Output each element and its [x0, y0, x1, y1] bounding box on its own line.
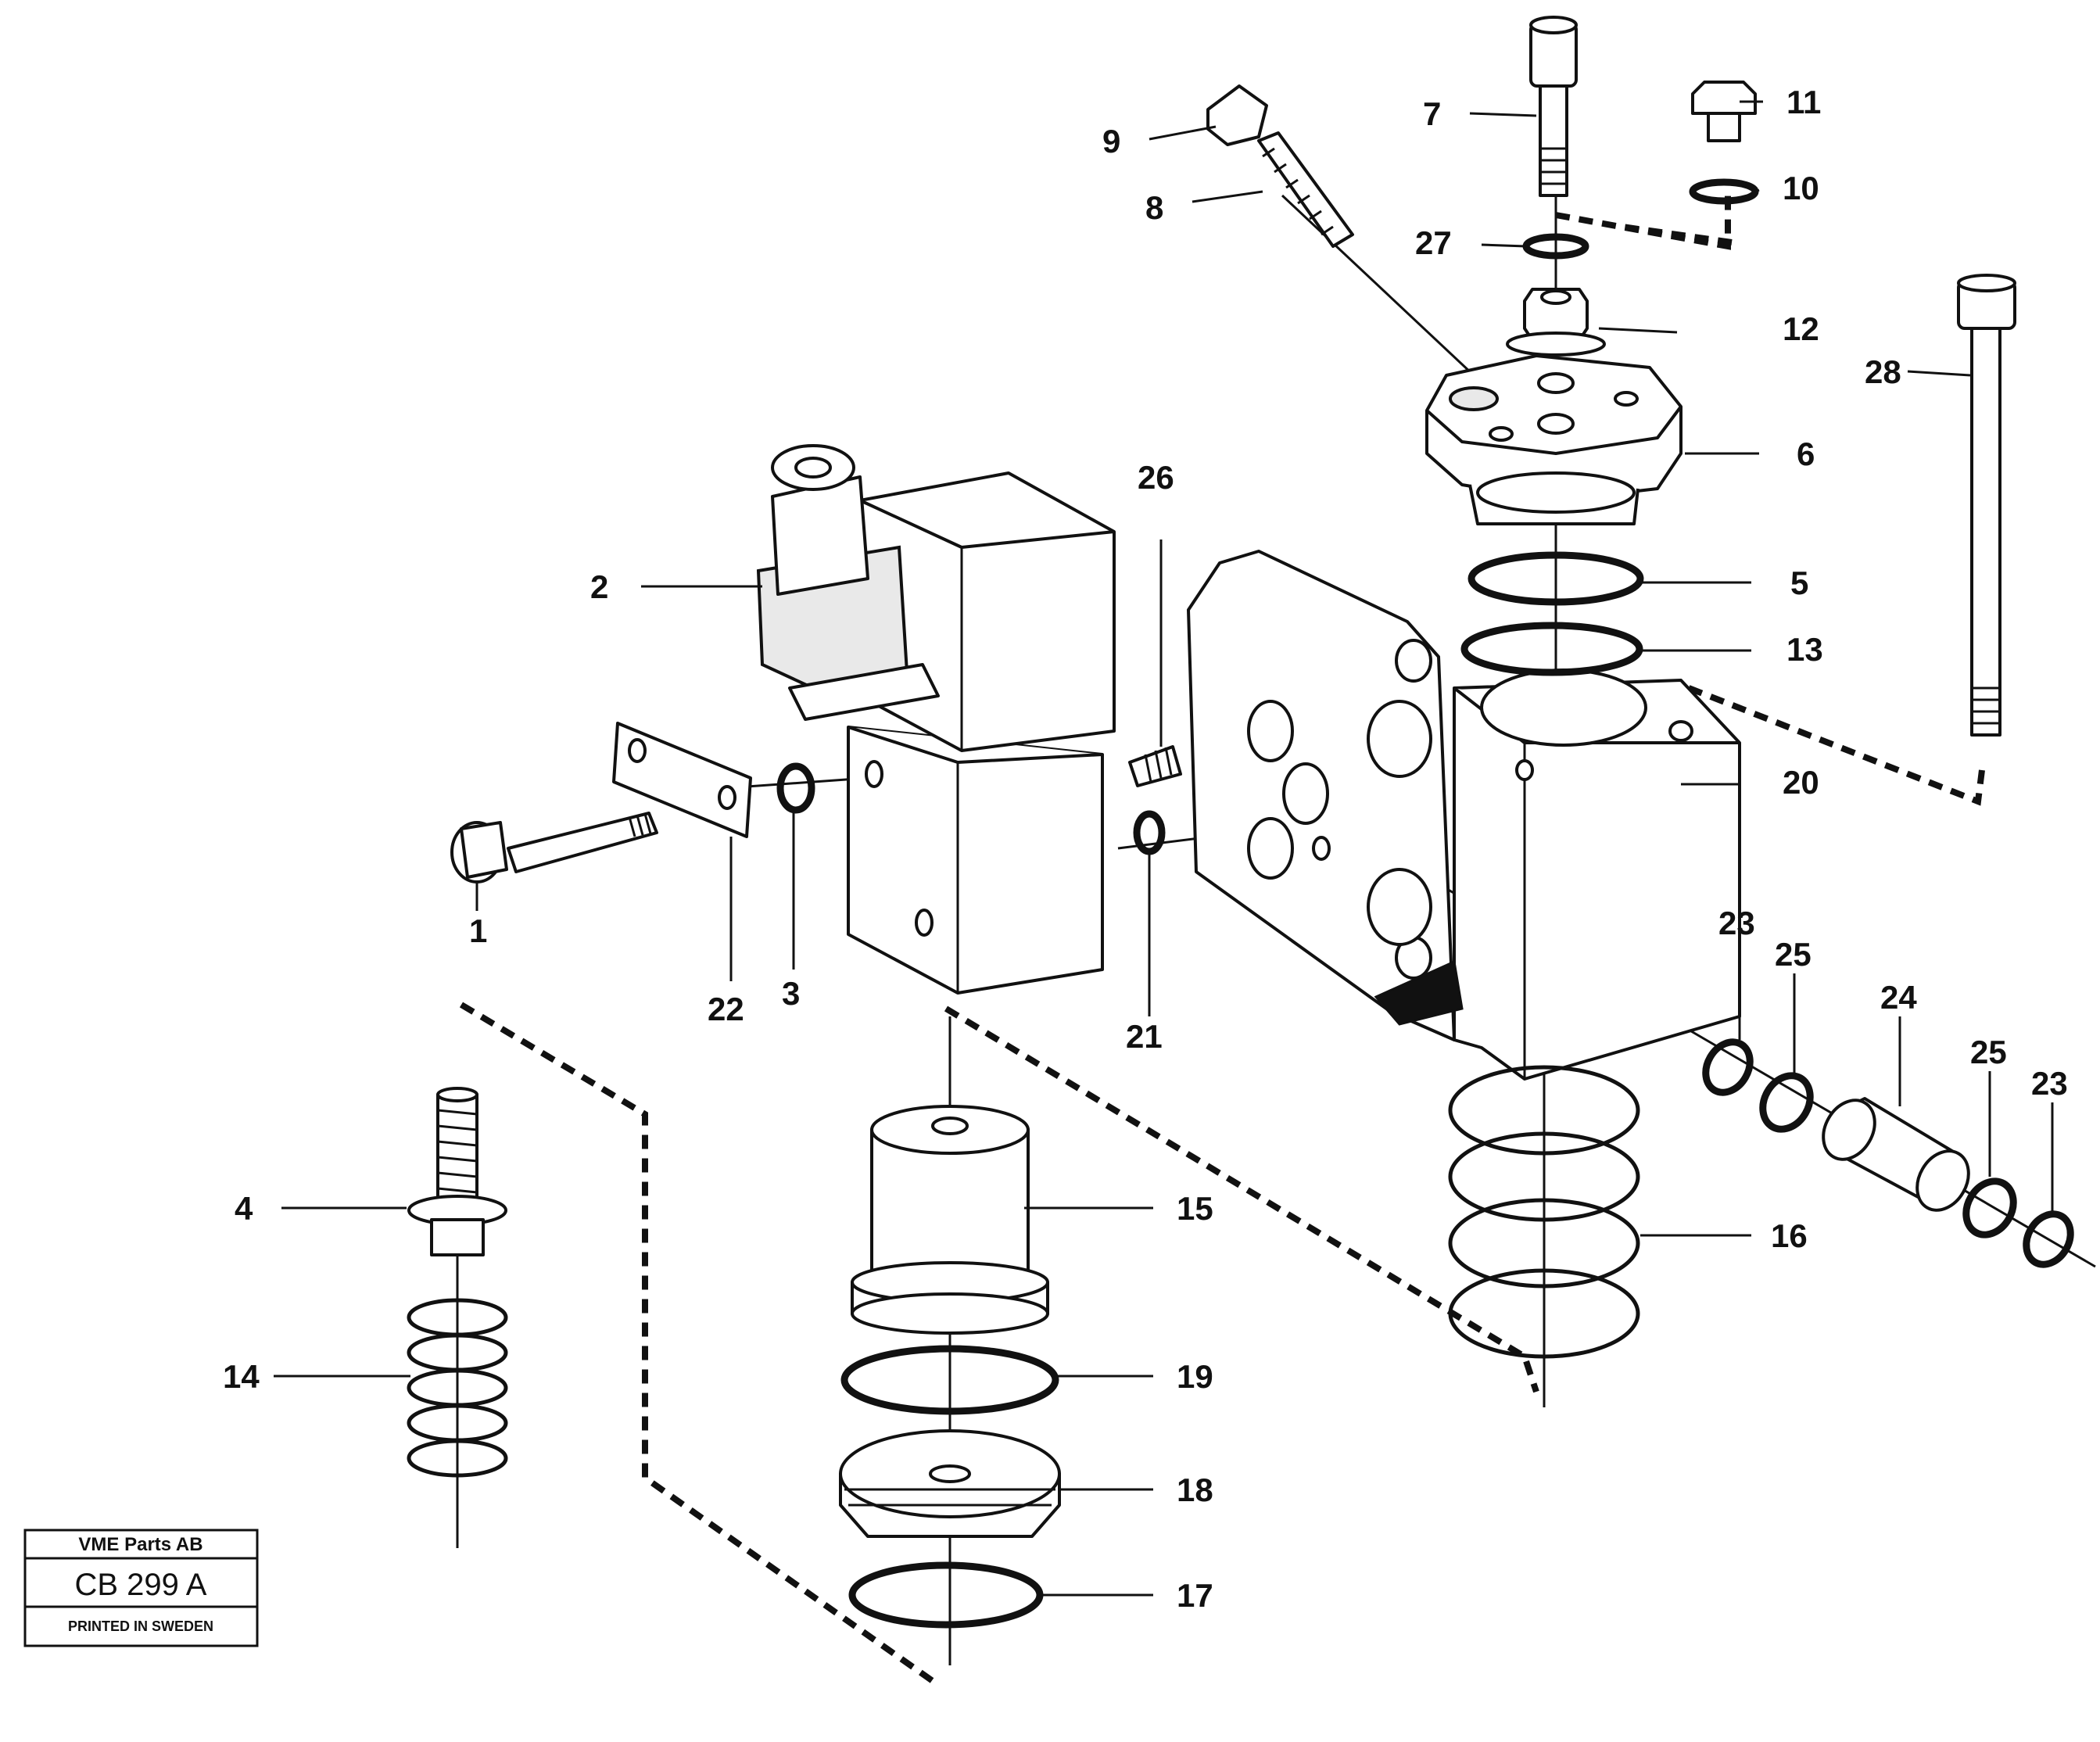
- callout-10: 10: [1783, 170, 1819, 206]
- callout-7: 7: [1423, 95, 1441, 132]
- callout-20: 20: [1783, 764, 1819, 801]
- callout-3: 3: [782, 975, 800, 1012]
- part-18-seal-cup: [839, 1429, 1061, 1538]
- callout-28: 28: [1865, 353, 1901, 390]
- part-16-spring: [1448, 1065, 1640, 1359]
- title-block: VME Parts AB CB 299 A PRINTED IN SWEDEN: [23, 1529, 259, 1647]
- callout-9: 9: [1102, 123, 1120, 160]
- part-15-piston: [851, 1105, 1049, 1335]
- part-14-spring: [407, 1298, 508, 1478]
- part-2-solenoid: [756, 444, 1116, 995]
- callout-24: 24: [1880, 979, 1917, 1016]
- part-23-oring-a: [1702, 1038, 1754, 1096]
- callout-17: 17: [1177, 1577, 1213, 1614]
- callout-8: 8: [1145, 189, 1163, 226]
- callout-25-b: 25: [1970, 1034, 2007, 1070]
- part-5-oring: [1467, 551, 1644, 606]
- callout-5: 5: [1790, 565, 1808, 601]
- phantom-lines: [459, 192, 1985, 1688]
- callout-1: 1: [469, 912, 487, 949]
- callout-16: 16: [1771, 1217, 1808, 1254]
- part-4-bolt: [407, 1087, 507, 1256]
- callout-23-a: 23: [1718, 905, 1755, 941]
- callout-25-a: 25: [1775, 936, 1812, 973]
- leader-lines: [274, 100, 2054, 1597]
- part-20-housing: [1187, 550, 1741, 1081]
- part-11-plug: [1691, 81, 1757, 142]
- callout-22: 22: [708, 991, 744, 1027]
- callout-2: 2: [590, 568, 608, 605]
- part-22-plate: [612, 722, 752, 838]
- part-12-nut: [1506, 288, 1606, 357]
- part-23-oring-b: [2023, 1210, 2074, 1268]
- part-17-oring: [848, 1561, 1044, 1629]
- callout-14: 14: [223, 1358, 260, 1395]
- part-28-long-bolt: [1957, 274, 2016, 737]
- callout-11: 11: [1786, 84, 1821, 120]
- part-8-spring: [1257, 131, 1354, 248]
- part-7-socket-screw: [1529, 16, 1578, 197]
- callout-18: 18: [1177, 1471, 1213, 1508]
- callout-23-b: 23: [2031, 1065, 2068, 1102]
- title-block-code: CB 299 A: [74, 1568, 206, 1602]
- callout-19: 19: [1177, 1358, 1213, 1395]
- callout-15: 15: [1177, 1190, 1213, 1227]
- callout-27: 27: [1415, 224, 1452, 261]
- part-21-oring: [1133, 810, 1166, 855]
- title-block-company: VME Parts AB: [78, 1534, 202, 1555]
- part-26-setscrew: [1128, 745, 1182, 787]
- part-3-washer: [776, 762, 815, 814]
- part-19-oring: [840, 1345, 1059, 1415]
- callout-26: 26: [1138, 459, 1174, 496]
- callout-labels: 1 2 3 4 5 6 7 8 9 10 11 12 13 14 15 16 1…: [223, 84, 2068, 1614]
- callout-4: 4: [235, 1190, 253, 1227]
- part-9-nut: [1206, 84, 1268, 146]
- part-6-cover: [1425, 354, 1683, 525]
- part-10-seal: [1689, 178, 1759, 205]
- title-block-footer: PRINTED IN SWEDEN: [68, 1618, 213, 1634]
- callout-13: 13: [1786, 631, 1823, 668]
- part-25-ring-a: [1759, 1072, 1814, 1133]
- part-25-ring-b: [1962, 1177, 2017, 1238]
- callout-21: 21: [1126, 1018, 1163, 1055]
- callout-6: 6: [1797, 436, 1815, 472]
- part-13-oring: [1460, 622, 1643, 676]
- callout-12: 12: [1783, 310, 1819, 347]
- part-24-sleeve: [1822, 1097, 1970, 1212]
- part-1-socket-screw: [450, 812, 658, 884]
